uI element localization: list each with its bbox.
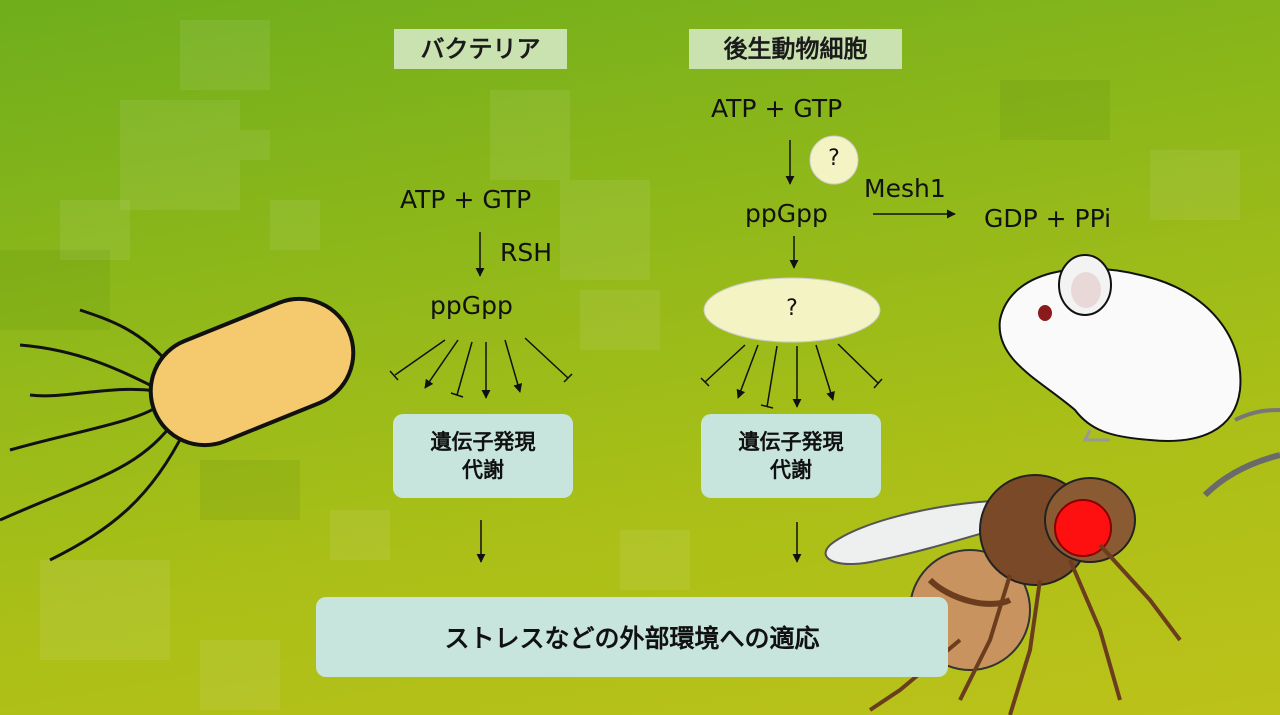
bacteria-effect-metabolism: 代謝 [462, 458, 504, 482]
synthase-unknown-label: ? [828, 146, 840, 171]
bacteria-arrows [389, 232, 573, 563]
adaptation-outcome-label: ストレスなどの外部環境への適応 [444, 624, 820, 653]
metazoa-effects-box: 遺伝子発現 代謝 [701, 414, 881, 498]
bacteria-effect-gene-expression: 遺伝子発現 [430, 430, 536, 454]
metazoa-hydrolase-mesh1: Mesh1 [864, 174, 946, 203]
metazoa-effect-metabolism: 代謝 [770, 458, 812, 482]
target-unknown-label: ? [786, 296, 798, 321]
metazoa-effect-gene-expression: 遺伝子発現 [738, 430, 844, 454]
metazoa-product-ppgpp: ppGpp [745, 199, 828, 228]
bacteria-enzyme-rsh: RSH [500, 238, 553, 267]
metazoa-hydrolysis-products: GDP + PPi [984, 204, 1112, 233]
bacteria-effects-box: 遺伝子発現 代謝 [393, 414, 573, 498]
synthase-unknown-bubble [809, 135, 859, 185]
bacteria-product-ppgpp: ppGpp [430, 291, 513, 320]
bacteria-substrate: ATP + GTP [400, 185, 532, 214]
adaptation-outcome-box: ストレスなどの外部環境への適応 [316, 597, 948, 677]
metazoa-substrate: ATP + GTP [711, 94, 843, 123]
metazoa-arrows [700, 140, 956, 563]
fruit-fly-illustration [824, 474, 1182, 715]
mouse-illustration [998, 254, 1280, 498]
bacteria-header: バクテリア [394, 29, 567, 69]
metazoa-header: 後生動物細胞 [689, 29, 902, 69]
target-unknown-ellipse [703, 277, 881, 343]
bacterium-illustration [0, 296, 356, 562]
